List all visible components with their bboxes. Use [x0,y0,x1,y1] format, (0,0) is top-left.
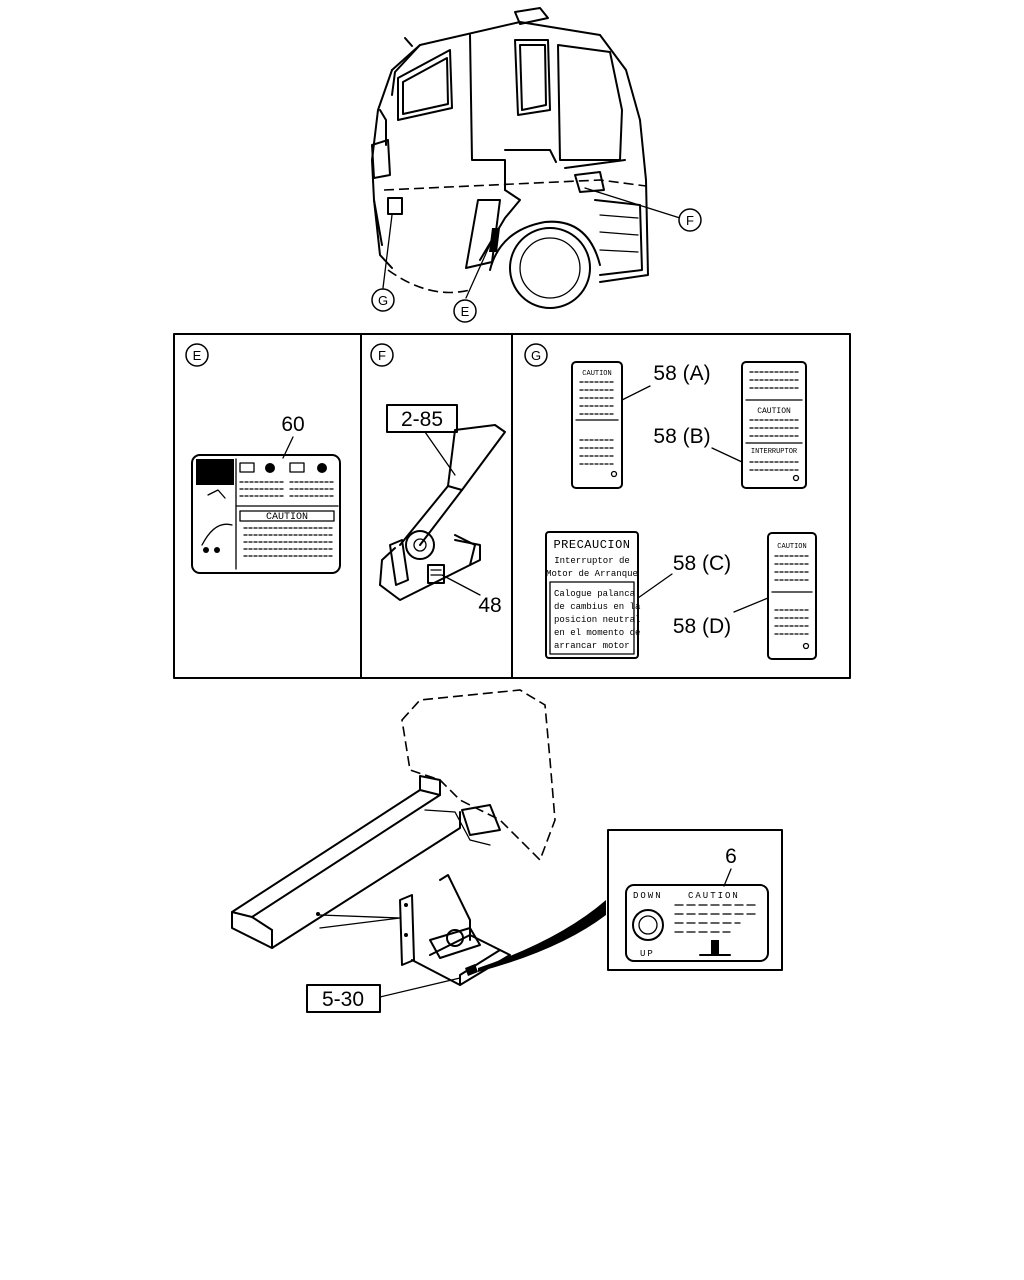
callout-top-g: G [371,214,395,312]
svg-text:F: F [686,213,694,228]
svg-text:PRECAUCION: PRECAUCION [553,538,630,552]
precaucion-label-58c: PRECAUCION Interruptor de Motor de Arran… [545,531,641,659]
panel-g: G CAUTION 58 (A) CAUTION INTERRUPTOR 58 … [524,343,817,660]
svg-text:en el momento de: en el momento de [554,628,640,638]
svg-text:arrancar motor: arrancar motor [554,641,630,651]
svg-text:CAUTION: CAUTION [266,512,308,523]
ref-box-2-85 [386,404,458,433]
svg-text:CAUTION: CAUTION [688,891,740,901]
svg-text:CAUTION: CAUTION [757,407,791,416]
part-58b-label: 58 (B) [653,425,710,448]
parking-brake-lever [379,424,506,601]
svg-text:E: E [461,304,470,319]
ref-box-5-30-callout: 5-30 [306,977,461,1013]
svg-text:CAUTION: CAUTION [777,543,806,551]
svg-text:Motor de Arranque: Motor de Arranque [546,569,638,579]
svg-text:UP: UP [640,949,655,959]
svg-text:CAUTION: CAUTION [582,370,611,378]
svg-text:G: G [378,293,388,308]
svg-text:5-30: 5-30 [322,988,364,1011]
ref-box-5-30 [306,984,381,1013]
part-58c-label: 58 (C) [673,552,731,575]
panel-f: F 2-85 48 [370,343,506,617]
svg-text:2-85: 2-85 [401,408,443,431]
svg-text:INTERRUPTOR: INTERRUPTOR [751,448,798,456]
part-48-label: 48 [478,594,501,617]
part-58d-label: 58 (D) [673,615,731,638]
svg-text:E: E [193,348,202,363]
caution-label-58b: CAUTION INTERRUPTOR [741,361,807,489]
callout-top-e: E [453,239,493,323]
svg-text:posicion neutral: posicion neutral [554,615,640,625]
svg-text:DOWN: DOWN [633,891,663,901]
svg-text:de cambius en la: de cambius en la [554,602,641,612]
panel-e: E 60 CAUTION [185,343,341,574]
detail-panels-frame [173,333,851,679]
caution-label-58d: CAUTION [767,532,817,660]
part-58a-label: 58 (A) [653,362,710,385]
callout-top-f: F [584,187,702,232]
part-6-label: 6 [725,845,737,868]
svg-text:G: G [531,348,541,363]
svg-text:Interruptor de: Interruptor de [554,556,630,566]
truck-cab-illustration [371,7,649,309]
cab-tilt-illustration [231,689,606,986]
svg-text:F: F [378,348,386,363]
caution-label-60: CAUTION [191,454,341,574]
caution-label-58a: CAUTION [571,361,623,489]
svg-text:Calogue palanca: Calogue palanca [554,589,636,599]
part-60-label: 60 [281,413,304,436]
tilt-caution-label-box: 6 DOWN CAUTION UP [607,829,783,971]
